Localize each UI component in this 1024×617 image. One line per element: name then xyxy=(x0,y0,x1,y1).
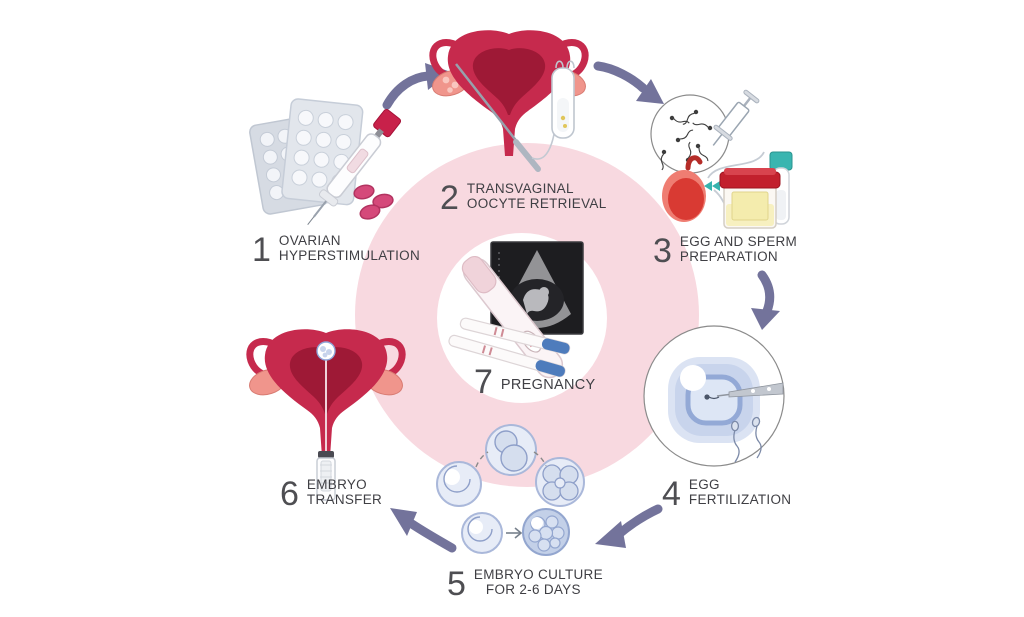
blister-pack-front xyxy=(281,98,364,206)
step4-line2: FERTILIZATION xyxy=(688,492,792,508)
step6-number: 6 xyxy=(280,474,299,513)
step4-line1: EGG xyxy=(688,477,720,492)
test-strip-1 xyxy=(459,317,571,355)
step7-label: 7 PREGNANCY xyxy=(474,363,596,401)
cell-two-stage xyxy=(485,424,537,476)
step2-line1: TRANSVAGINAL xyxy=(466,181,574,196)
step3-line2: PREPARATION xyxy=(679,249,778,265)
specimen-container xyxy=(719,168,781,229)
step1-label: 1 OVARIAN HYPERSTIMULATION xyxy=(252,230,420,269)
step6-line1: EMBRYO xyxy=(306,477,367,492)
transition-arrow xyxy=(506,527,523,539)
step5-line1: EMBRYO CULTURE xyxy=(473,567,603,582)
egg-organ xyxy=(662,155,729,222)
egg-fertilization-icon xyxy=(643,325,785,467)
collection-test-tube xyxy=(551,60,575,139)
step2-line2: OOCYTE RETRIEVAL xyxy=(466,196,607,212)
step3-label: 3 EGG AND SPERM PREPARATION xyxy=(653,231,798,270)
teal-clamp xyxy=(704,181,720,191)
injection-pen xyxy=(307,108,402,226)
step4-number: 4 xyxy=(662,474,681,513)
egg-and-sperm-preparation-icon xyxy=(650,89,793,229)
step5-label: 5 EMBRYO CULTURE FOR 2-6 DAYS xyxy=(447,564,603,603)
sperm-inside xyxy=(704,394,720,400)
step1-line1: OVARIAN xyxy=(278,233,341,248)
step1-line2: HYPERSTIMULATION xyxy=(278,248,420,264)
sperm-outside xyxy=(730,416,762,463)
morula xyxy=(522,508,570,556)
polar-body xyxy=(680,365,706,391)
arrow-step2-to-step3-icon xyxy=(593,61,664,104)
step7-number: 7 xyxy=(474,363,493,401)
blastocyst-in-uterus xyxy=(316,341,336,361)
syringe xyxy=(712,89,760,146)
cell-before-morula xyxy=(461,512,503,554)
dashed-link-right xyxy=(533,451,547,467)
pills xyxy=(353,184,394,220)
arrow-step4-to-step5-icon xyxy=(595,504,663,548)
step3-line1: EGG AND SPERM xyxy=(679,234,798,249)
embryo-transfer-icon xyxy=(246,329,406,501)
arrow-step5-to-step6-icon xyxy=(390,508,457,553)
arrow-step3-to-step4-icon xyxy=(751,270,780,330)
step4-label: 4 EGG FERTILIZATION xyxy=(662,474,792,513)
test-strip-2 xyxy=(448,334,566,378)
cell-one-stage xyxy=(436,461,482,507)
transfer-syringe xyxy=(316,451,336,501)
tubing xyxy=(707,151,765,179)
step3-number: 3 xyxy=(653,231,672,270)
dashed-link-left xyxy=(475,451,489,468)
retrieval-needle xyxy=(455,63,559,172)
step6-label: 6 EMBRYO TRANSFER xyxy=(280,474,383,513)
cell-four-stage xyxy=(535,457,585,507)
step2-label: 2 TRANSVAGINAL OOCYTE RETRIEVAL xyxy=(440,178,607,217)
uterus-oocyte-retrieval-icon xyxy=(429,30,589,172)
egg-cell xyxy=(668,357,760,443)
step2-number: 2 xyxy=(440,178,459,217)
step6-line2: TRANSFER xyxy=(306,492,383,508)
injection-needle xyxy=(716,382,784,398)
step5-line2: FOR 2-6 DAYS xyxy=(485,582,581,598)
embryo-culture-stages-icon xyxy=(436,424,585,556)
step1-number: 1 xyxy=(252,230,271,269)
pills-and-injection-pen-icon xyxy=(249,98,402,226)
sperm-microscope-view xyxy=(650,94,730,174)
step7-line1: PREGNANCY xyxy=(500,377,596,394)
uterus-cavity xyxy=(472,48,546,116)
pregnancy-tests-ultrasound-icon xyxy=(448,241,584,379)
step5-number: 5 xyxy=(447,564,466,603)
